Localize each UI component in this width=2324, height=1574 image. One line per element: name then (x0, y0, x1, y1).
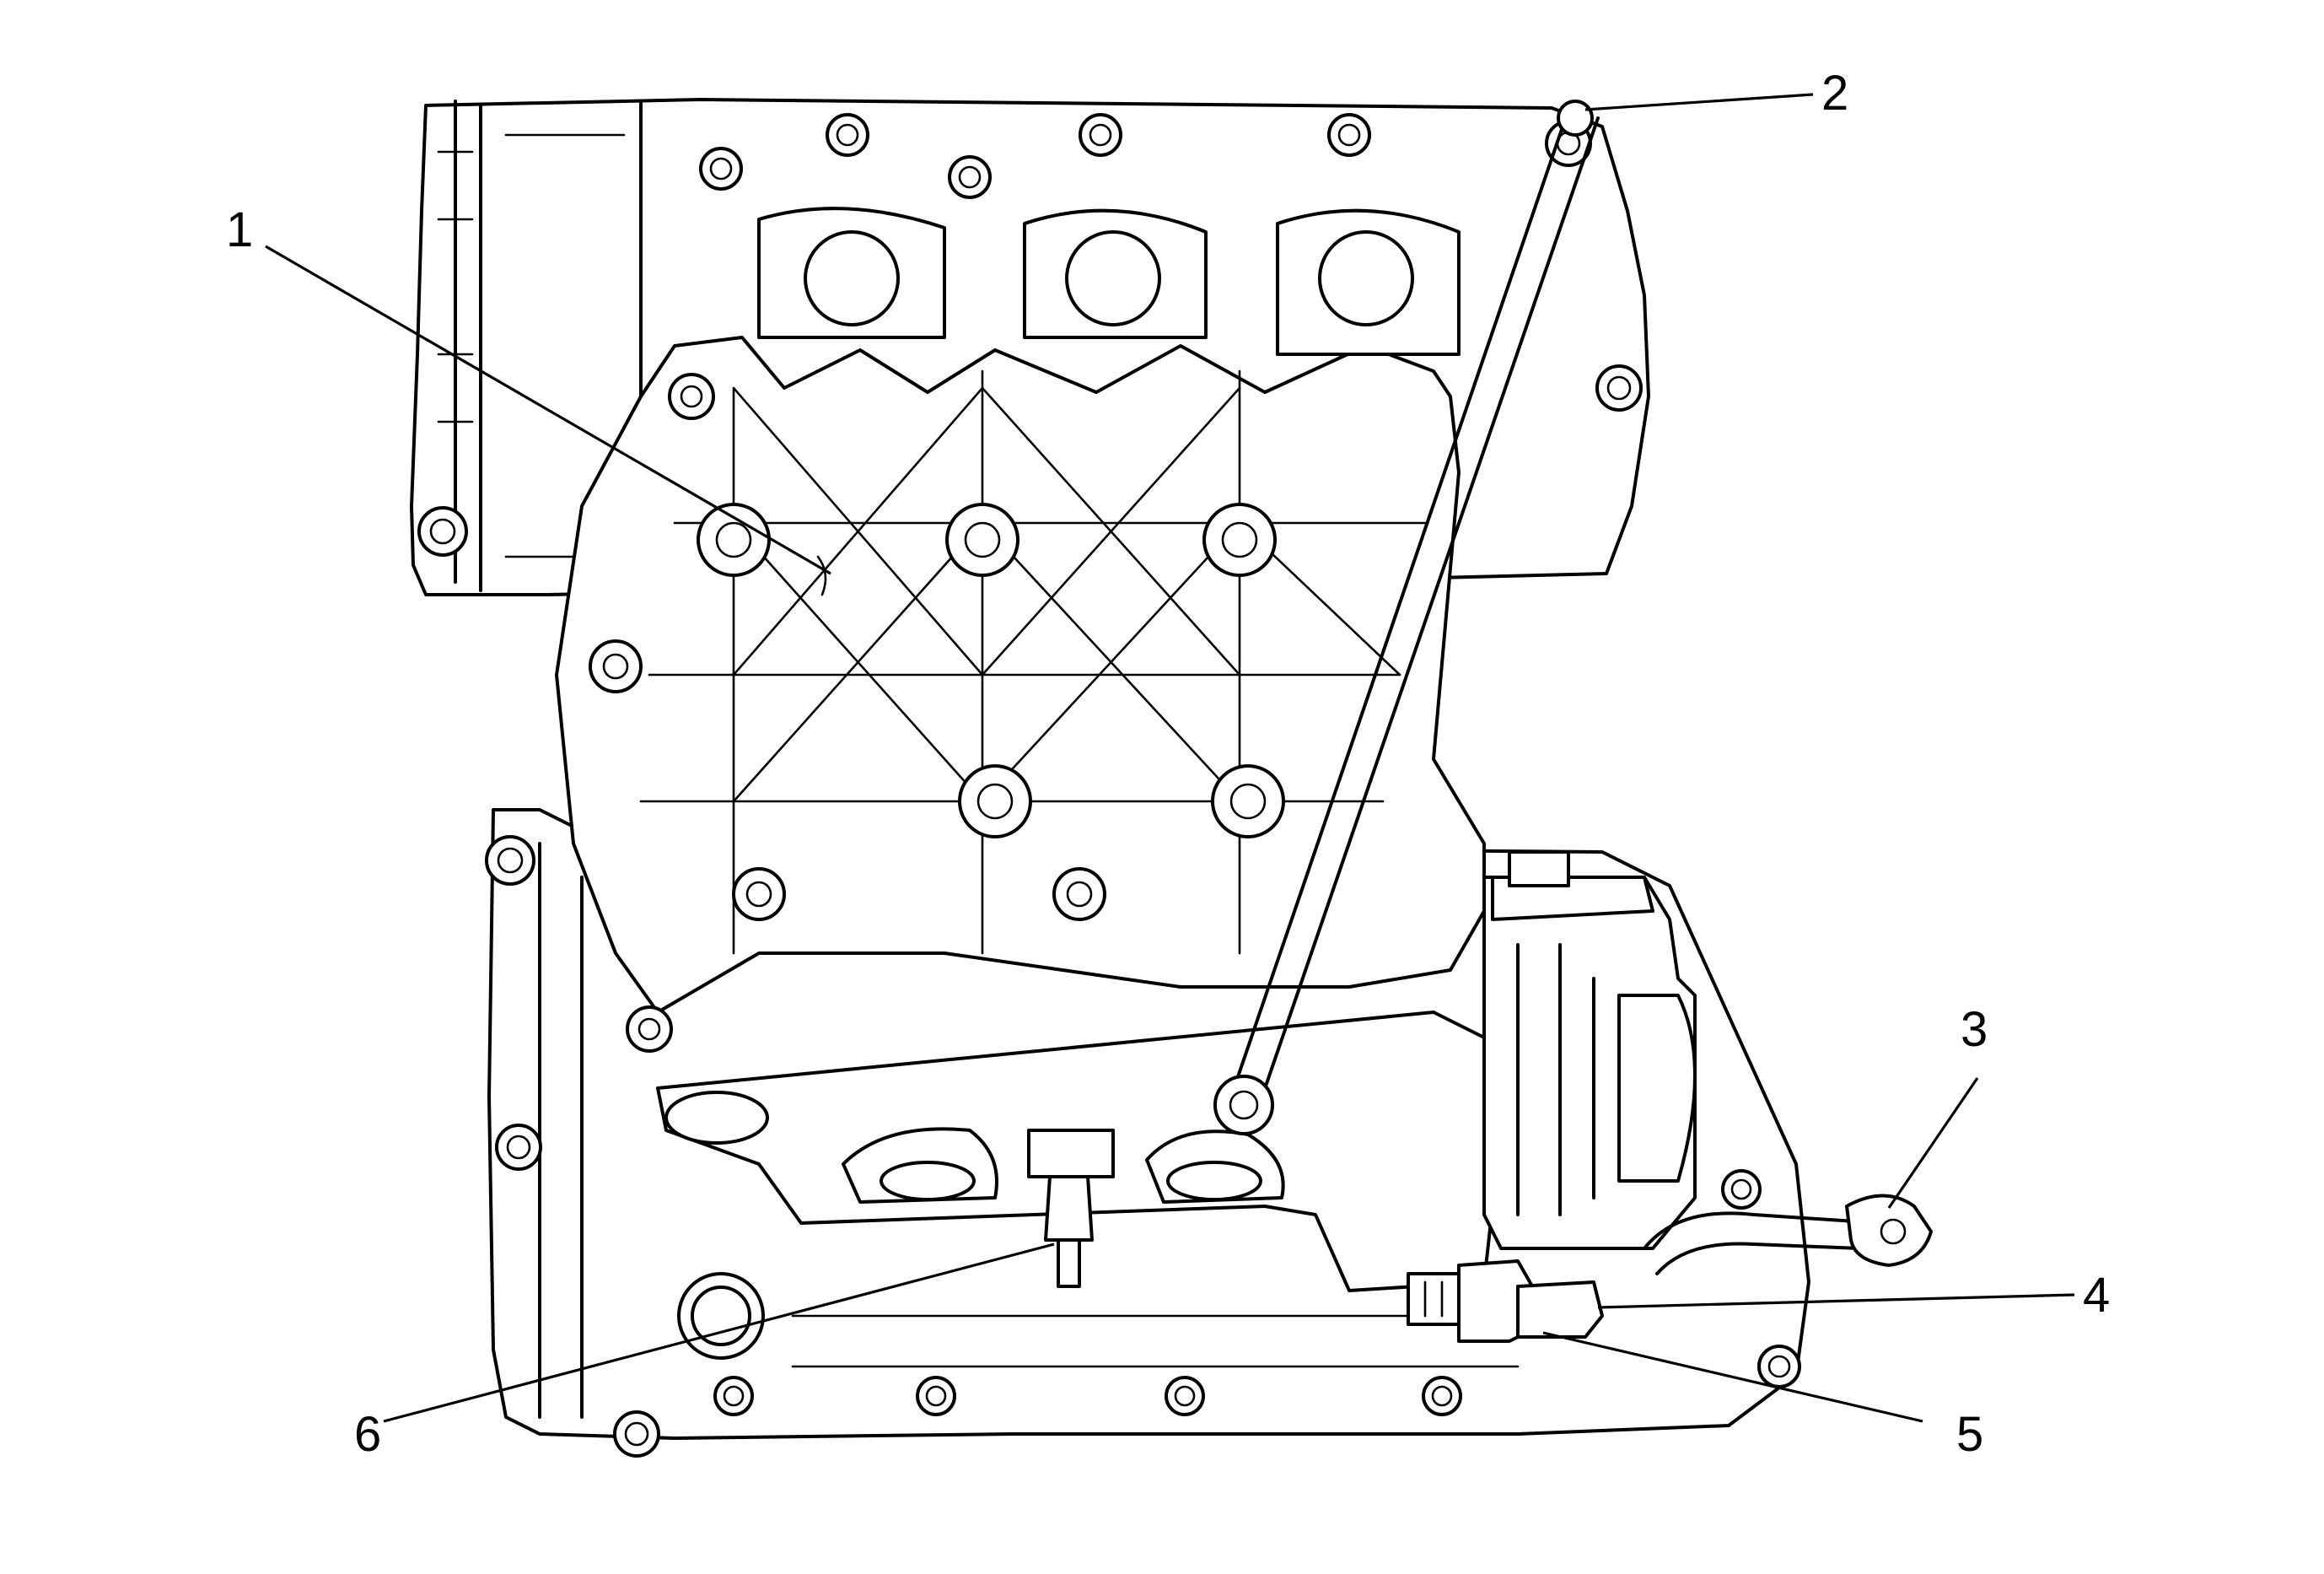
callout-6: 6 (354, 1407, 381, 1462)
pcv-tube (1213, 100, 1600, 1135)
callout-3: 3 (1961, 1002, 1988, 1057)
leader-line-5 (1542, 1331, 1923, 1423)
leader-line-6 (383, 1242, 1055, 1423)
callout-4: 4 (2083, 1268, 2110, 1323)
callout-5: 5 (1956, 1407, 1983, 1462)
purge-hose (1643, 1194, 1933, 1275)
leader-line-2 (1584, 93, 1814, 111)
throttle-body (1482, 850, 1697, 1250)
callout-1: 1 (226, 202, 253, 257)
bolt-sensor (1027, 1129, 1115, 1288)
sensor-connector (1407, 1259, 1604, 1343)
callout-labels: 1 2 3 4 5 6 (226, 66, 2110, 1462)
upper-intake-manifold (555, 207, 1486, 1053)
leader-line-1 (265, 245, 831, 575)
callout-leaders (265, 93, 2075, 1423)
callout-2: 2 (1821, 66, 1848, 121)
leader-line-3 (1887, 1077, 1979, 1209)
leader-line-4 (1597, 1293, 2075, 1309)
